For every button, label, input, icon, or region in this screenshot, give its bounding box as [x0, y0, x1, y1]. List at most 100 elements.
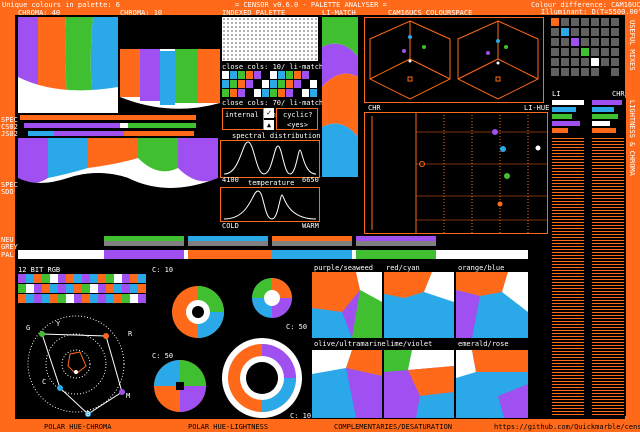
palette-dot — [307, 54, 309, 56]
ladder-line — [592, 372, 624, 373]
ladder-line — [552, 402, 584, 403]
close-col-swatch — [302, 80, 309, 88]
mix-cell — [601, 28, 609, 36]
palette-dot — [307, 46, 309, 48]
palette-dot — [243, 58, 245, 60]
side-useful-mixes: USEFUL MIXES — [628, 20, 636, 71]
ladder-line — [592, 165, 624, 166]
mix-cell — [581, 48, 589, 56]
palette-dot — [315, 42, 317, 44]
chroma-10-panel — [120, 17, 220, 113]
palette-dot — [315, 22, 317, 24]
ladder-line — [552, 312, 584, 313]
mix-cell — [551, 28, 559, 36]
palette-dot — [279, 34, 281, 36]
palette-dot — [303, 22, 305, 24]
palette-dot — [271, 34, 273, 36]
close-col-swatch — [310, 89, 317, 97]
ladder-line — [552, 237, 584, 238]
palette-dot — [295, 46, 297, 48]
ladder-line — [592, 201, 624, 202]
ladder-line — [592, 144, 624, 145]
mix-cell — [571, 28, 579, 36]
mix-cell — [551, 58, 559, 66]
palette-dot — [271, 58, 273, 60]
rgb12-cell — [18, 294, 26, 303]
ladder-line — [552, 219, 584, 220]
rgb12-cell — [130, 284, 138, 293]
cyclic-checkbox[interactable]: ✓ — [264, 108, 274, 118]
palette-dot — [303, 30, 305, 32]
ladder-line — [552, 336, 584, 337]
ladder-line — [592, 213, 624, 214]
rgb12-cell — [74, 284, 82, 293]
palette-dot — [291, 34, 293, 36]
palette-dot — [279, 38, 281, 40]
cyclic-box[interactable]: cyclic? <yes> — [276, 108, 318, 130]
pal-label: PAL — [1, 251, 14, 259]
palette-dot — [283, 22, 285, 24]
palette-dot — [223, 54, 225, 56]
palette-dot — [227, 30, 229, 32]
palette-dot — [299, 22, 301, 24]
palette-dot — [227, 50, 229, 52]
ladder-line — [592, 306, 624, 307]
mix-cell — [591, 28, 599, 36]
wheel-r-label: R — [128, 330, 133, 338]
close-col-swatch — [238, 80, 245, 88]
palette-dot — [251, 42, 253, 44]
ladder-line — [592, 267, 624, 268]
close-col-swatch — [254, 71, 261, 79]
ladder-line — [552, 342, 584, 343]
ladder-line — [592, 189, 624, 190]
rgb12-cell — [138, 294, 146, 303]
ladder-line — [552, 384, 584, 385]
rgb12-panel — [18, 274, 146, 303]
ladder-line — [592, 330, 624, 331]
palette-dot — [255, 46, 257, 48]
ladder-line — [592, 393, 624, 394]
rgb12-cell — [18, 274, 26, 283]
mix-cell — [581, 18, 589, 26]
github-link[interactable]: https://github.com/Quickmarble/censor — [494, 423, 640, 431]
mix-cell — [591, 58, 599, 66]
mix-cell — [571, 18, 579, 26]
mix-cell — [611, 18, 619, 26]
ladder-line — [552, 351, 584, 352]
ladder-line — [592, 315, 624, 316]
spec-sdo-panel — [18, 138, 218, 232]
rgb12-cell — [34, 284, 42, 293]
ladder-line — [592, 177, 624, 178]
mix-cell — [571, 58, 579, 66]
ladder-line — [592, 369, 624, 370]
ladder-line — [552, 243, 584, 244]
palette-dot — [231, 54, 233, 56]
palette-dot — [239, 18, 241, 20]
palette-dot — [311, 22, 313, 24]
palette-dot — [283, 50, 285, 52]
palette-dot — [315, 30, 317, 32]
mix-cell — [581, 28, 589, 36]
palette-dot — [263, 58, 265, 60]
ladder-line — [552, 138, 584, 139]
rgb12-cell — [50, 294, 58, 303]
rgb12-label: 12 BIT RGB — [18, 266, 61, 274]
palette-dot — [231, 42, 233, 44]
palette-dot — [291, 22, 293, 24]
cold-label: COLD — [222, 222, 239, 230]
palette-dot — [271, 50, 273, 52]
rgb12-cell — [50, 274, 58, 283]
ladder-line — [592, 264, 624, 265]
rgb12-cell — [114, 274, 122, 283]
palette-dot — [299, 18, 301, 20]
palette-dot — [223, 42, 225, 44]
palette-dot — [279, 18, 281, 20]
close-col-swatch — [246, 80, 253, 88]
palette-dot — [259, 18, 261, 20]
ladder-line — [552, 267, 584, 268]
ladder-line — [552, 216, 584, 217]
palette-dot — [231, 38, 233, 40]
palette-dot — [279, 46, 281, 48]
rgb12-cell — [90, 284, 98, 293]
ladder-line — [592, 297, 624, 298]
